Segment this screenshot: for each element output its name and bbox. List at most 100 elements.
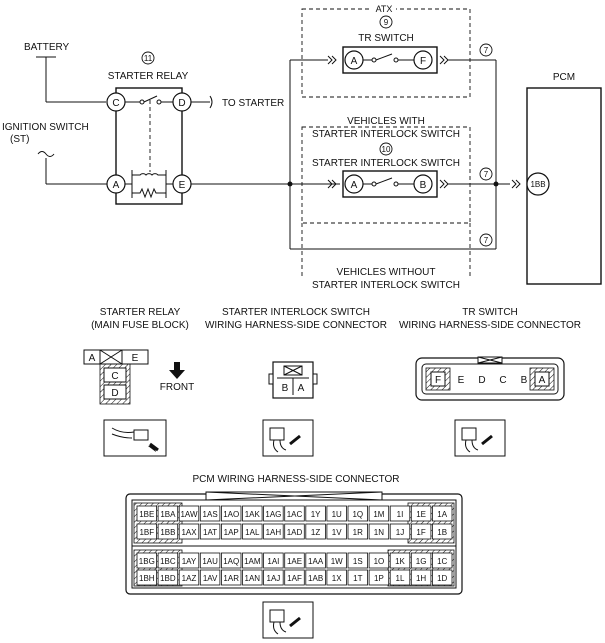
pcm-pin-label: 1R bbox=[353, 528, 363, 537]
svg-text:D: D bbox=[111, 388, 118, 399]
pcm-pin-label: 1B bbox=[437, 528, 447, 537]
pcm-pin-label: 1D bbox=[437, 574, 447, 583]
pcm-pin-cell bbox=[242, 552, 263, 569]
svg-text:C: C bbox=[111, 371, 118, 382]
pcm-label: PCM bbox=[553, 72, 575, 83]
pcm-pin-cell bbox=[368, 569, 390, 586]
pcm-pin-label: 1BF bbox=[139, 528, 154, 537]
pcm-pin-label: 1BA bbox=[160, 510, 176, 519]
pcm-pin-label: 1U bbox=[332, 510, 342, 519]
pcm-pin-label: 1X bbox=[332, 574, 342, 583]
pcm-pin-1bb bbox=[526, 172, 550, 196]
pcm-pin-cell bbox=[431, 505, 453, 522]
svg-text:B: B bbox=[521, 375, 528, 386]
pcm-pin-cell bbox=[242, 505, 263, 522]
pcm-pin-cell bbox=[410, 569, 432, 586]
pcm-pin-cell bbox=[284, 523, 305, 540]
pcm-pin-label: 1Q bbox=[352, 510, 363, 519]
pcm-pin-label: 1AK bbox=[245, 510, 261, 519]
pcm-pin-label: 1AV bbox=[203, 574, 218, 583]
pcm-pin-label: 1M bbox=[373, 510, 384, 519]
pcm-pin-label: 1BG bbox=[139, 557, 155, 566]
pcm-connector-title: PCM WIRING HARNESS-SIDE CONNECTOR bbox=[192, 474, 399, 485]
relay-connector-title: STARTER RELAY bbox=[100, 307, 181, 318]
interlock-connector-title: STARTER INTERLOCK SWITCH bbox=[222, 307, 370, 318]
pcm-pin-cell bbox=[263, 505, 284, 522]
pcm-pin-label: 1AY bbox=[182, 557, 197, 566]
pcm-pin-label: 1H bbox=[416, 574, 426, 583]
relay-connector: A E C D bbox=[83, 349, 149, 405]
relay-coil bbox=[132, 173, 166, 176]
pcm-pin-cell bbox=[136, 569, 158, 586]
interlock-connector-sub: WIRING HARNESS-SIDE CONNECTOR bbox=[205, 320, 387, 331]
svg-text:7: 7 bbox=[484, 46, 489, 55]
pcm-pin-label: 1BC bbox=[160, 557, 176, 566]
pcm-pin-cell bbox=[178, 505, 200, 522]
pcm-pin-cell bbox=[284, 569, 305, 586]
pcm-pin-cell bbox=[263, 523, 284, 540]
pcm-pin-label: 1AZ bbox=[182, 574, 197, 583]
pcm-pin-cell bbox=[410, 523, 432, 540]
svg-text:C: C bbox=[499, 375, 506, 386]
pcm-pin-label: 1AQ bbox=[223, 557, 239, 566]
pcm-pin-cell bbox=[347, 523, 369, 540]
pcm-pin-cell bbox=[431, 569, 453, 586]
pcm-pin-cell bbox=[220, 523, 242, 540]
pcm-pin-cell bbox=[326, 505, 347, 522]
pcm-pin-label: 1J bbox=[396, 528, 404, 537]
pcm-pin-cell bbox=[326, 569, 347, 586]
vehicles-without-label: VEHICLES WITHOUT bbox=[337, 267, 436, 278]
svg-text:A: A bbox=[539, 375, 546, 386]
pcm-pin-label: 1BD bbox=[160, 574, 176, 583]
svg-text:A: A bbox=[351, 180, 358, 191]
pcm-pin-cell bbox=[220, 505, 242, 522]
pcm-pin-label: 1A bbox=[437, 510, 447, 519]
pcm-pin-cell bbox=[157, 523, 179, 540]
pcm-pin-label: 1AE bbox=[287, 557, 302, 566]
svg-text:F: F bbox=[420, 56, 426, 67]
pcm-pin-cell bbox=[368, 552, 390, 569]
svg-text:A: A bbox=[113, 180, 120, 191]
svg-text:A: A bbox=[89, 353, 96, 364]
tr-switch-contact bbox=[375, 53, 393, 61]
pcm-pin-cell bbox=[136, 552, 158, 569]
pcm-pin-label: 1AG bbox=[265, 510, 281, 519]
pcm-pin-cell bbox=[431, 552, 453, 569]
pcm-pin-cell bbox=[326, 523, 347, 540]
pcm-pin-label: 1W bbox=[331, 557, 343, 566]
callout-wire-top bbox=[479, 43, 493, 57]
pcm-pin-label: 1AR bbox=[223, 574, 239, 583]
svg-text:D: D bbox=[178, 98, 185, 109]
pcm-pin-cell bbox=[410, 552, 432, 569]
vehicles-with-label: VEHICLES WITH bbox=[347, 116, 425, 127]
pcm-pin-label: 1AS bbox=[203, 510, 218, 519]
pcm-pin-cell bbox=[347, 552, 369, 569]
pcm-pin-cell bbox=[389, 505, 411, 522]
pcm-plug-icon bbox=[262, 601, 314, 639]
pcm-pin-cell bbox=[178, 523, 200, 540]
front-label: FRONT bbox=[160, 382, 194, 393]
pcm-pin-cell bbox=[305, 552, 326, 569]
pcm-pin-label: 1O bbox=[374, 557, 385, 566]
pcm-pin-cell bbox=[263, 552, 284, 569]
pcm-pin-cell bbox=[389, 523, 411, 540]
pcm-pin-label: 1BH bbox=[139, 574, 155, 583]
svg-text:(ST): (ST) bbox=[10, 134, 29, 145]
pcm-pin-cell bbox=[431, 523, 453, 540]
pcm-pin-label: 1G bbox=[416, 557, 427, 566]
pcm-pin-cell bbox=[347, 505, 369, 522]
pcm-pin-cell bbox=[178, 552, 200, 569]
pcm-pin-cell bbox=[263, 569, 284, 586]
pcm-pin-cell bbox=[157, 505, 179, 522]
pcm-pin-label: 1Z bbox=[311, 528, 320, 537]
pcm-pin-cell bbox=[242, 569, 263, 586]
svg-text:A: A bbox=[351, 56, 358, 67]
pcm-pin-label: 1AO bbox=[223, 510, 239, 519]
pcm-pin-label: 1E bbox=[416, 510, 426, 519]
pcm-pin-label: 1Y bbox=[311, 510, 321, 519]
pcm-pin-label: 1AA bbox=[308, 557, 324, 566]
pcm-pin-label: 1AN bbox=[245, 574, 261, 583]
svg-text:1BB: 1BB bbox=[530, 180, 545, 189]
